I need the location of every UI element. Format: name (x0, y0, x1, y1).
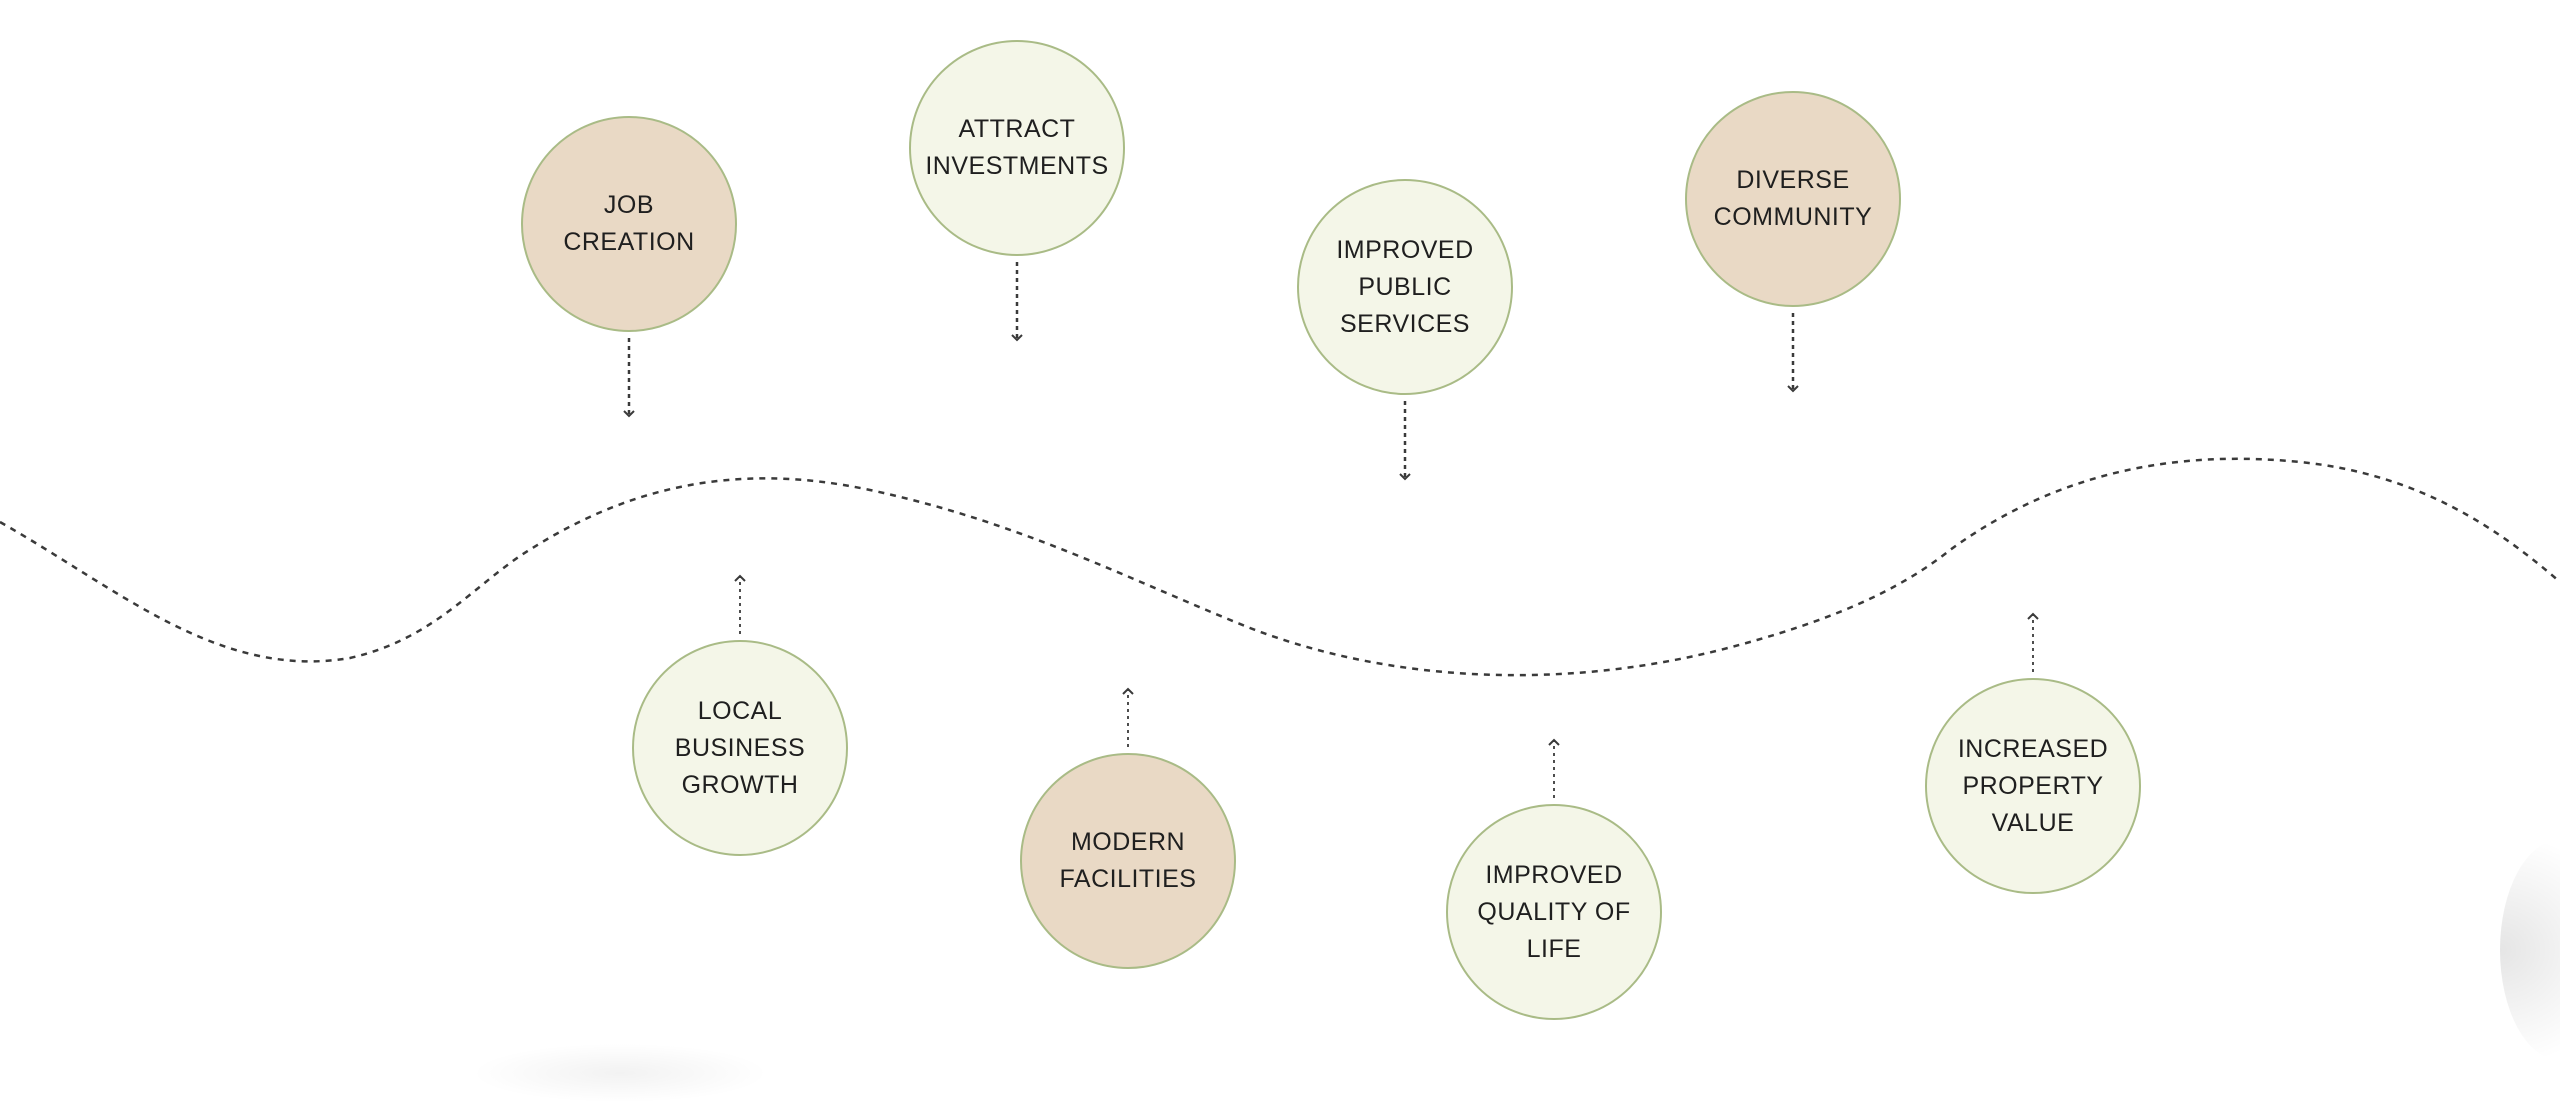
node-label: DIVERSE COMMUNITY (1713, 166, 1873, 231)
node-label: IMPROVED PUBLIC SERVICES (1336, 235, 1474, 338)
node-label: ATTRACT INVESTMENTS (925, 115, 1109, 180)
node-label: IMPROVED QUALITY OF LIFE (1477, 860, 1631, 963)
node-label: MODERN FACILITIES (1059, 828, 1197, 893)
connectors (623, 262, 2039, 798)
benefits-diagram (0, 262, 2560, 798)
node-increased-property-value: INCREASED PROPERTY VALUE (1925, 678, 2141, 894)
wave-divider (0, 457, 2560, 677)
node-improved-quality-of-life: IMPROVED QUALITY OF LIFE (1446, 804, 1662, 1020)
node-job-creation: JOB CREATION (521, 116, 737, 332)
bottom-shadow (470, 1043, 770, 1103)
node-improved-public-services: IMPROVED PUBLIC SERVICES (1297, 179, 1513, 395)
node-diverse-community: DIVERSE COMMUNITY (1685, 91, 1901, 307)
node-label: JOB CREATION (563, 191, 695, 256)
node-attract-investments: ATTRACT INVESTMENTS (909, 40, 1125, 256)
node-local-business-growth: LOCAL BUSINESS GROWTH (632, 640, 848, 856)
node-modern-facilities: MODERN FACILITIES (1020, 753, 1236, 969)
node-label: INCREASED PROPERTY VALUE (1957, 734, 2109, 837)
node-label: LOCAL BUSINESS GROWTH (674, 696, 806, 799)
